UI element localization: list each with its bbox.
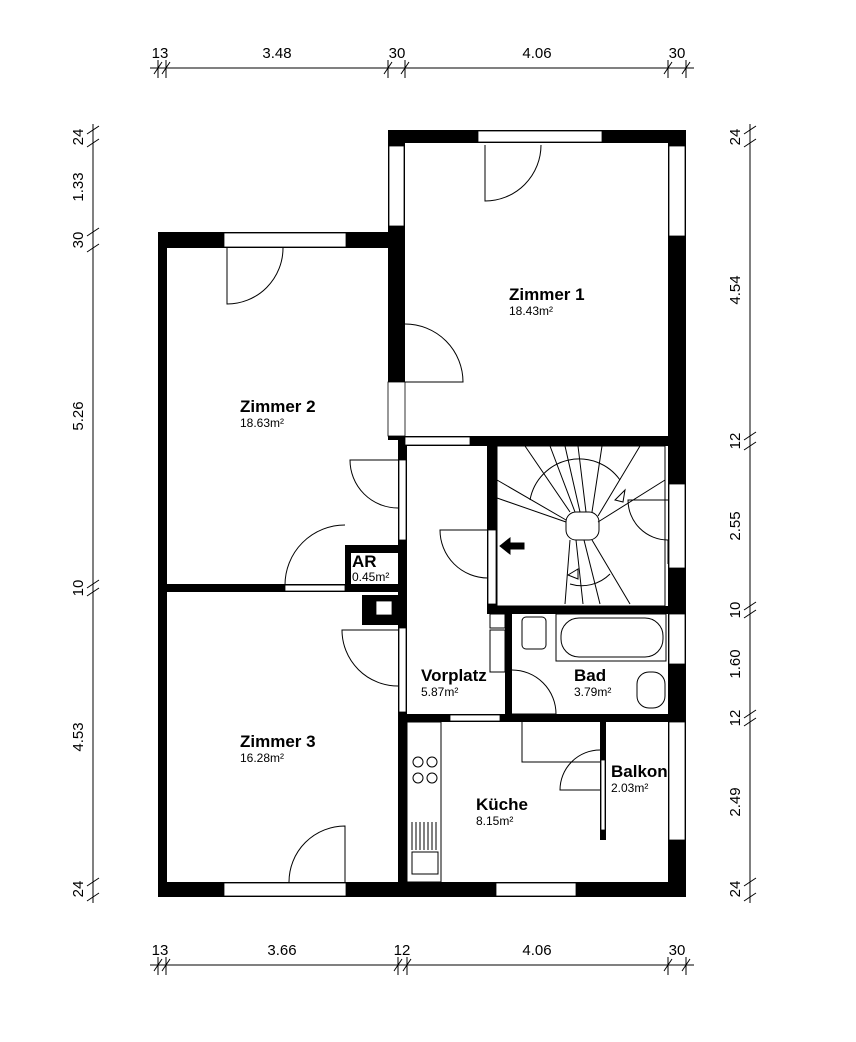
- dim-right-6: 1.60: [727, 649, 744, 678]
- dimension-bottom: [150, 957, 694, 975]
- room-name: Vorplatz: [421, 666, 487, 685]
- dim-bottom-1: 13: [152, 942, 169, 959]
- room-balkon: Balkon 2.03m²: [611, 762, 668, 795]
- room-area: 18.63m²: [240, 416, 284, 430]
- room-area: 8.15m²: [476, 814, 513, 828]
- room-name: Küche: [476, 795, 528, 814]
- dim-bottom-4: 4.06: [522, 942, 551, 959]
- dim-right-7: 12: [727, 710, 744, 727]
- room-name: Balkon: [611, 762, 668, 781]
- drain-board-icon: [411, 822, 437, 850]
- room-zimmer-1: Zimmer 1 18.43m²: [509, 285, 585, 318]
- room-area: 5.87m²: [421, 685, 458, 699]
- staircase: [496, 445, 666, 607]
- room-name: Zimmer 1: [509, 285, 585, 304]
- dim-right-9: 24: [727, 881, 744, 898]
- dim-right-3: 12: [727, 433, 744, 450]
- dim-top-3: 30: [389, 45, 406, 62]
- dimension-top: [150, 60, 694, 78]
- dim-right-5: 10: [727, 602, 744, 619]
- dim-right-4: 2.55: [727, 511, 744, 540]
- dim-left-5: 10: [70, 580, 87, 597]
- kitchen-sink-icon: [411, 851, 439, 875]
- room-area: 16.28m²: [240, 751, 284, 765]
- dim-right-2: 4.54: [727, 275, 744, 304]
- room-name: AR: [352, 552, 377, 571]
- dim-top-5: 30: [669, 45, 686, 62]
- room-name: Zimmer 2: [240, 397, 316, 416]
- dim-bottom-2: 3.66: [267, 942, 296, 959]
- dim-right-8: 2.49: [727, 787, 744, 816]
- dim-left-4: 5.26: [70, 401, 87, 430]
- stove-icon: [412, 756, 438, 784]
- room-zimmer-2: Zimmer 2 18.63m²: [240, 397, 316, 430]
- bathtub-icon: [555, 613, 667, 662]
- room-vorplatz: Vorplatz 5.87m²: [421, 666, 487, 699]
- door-swings: [226, 144, 669, 883]
- dim-top-4: 4.06: [522, 45, 551, 62]
- dim-top-2: 3.48: [262, 45, 291, 62]
- room-name: Zimmer 3: [240, 732, 316, 751]
- toilet-icon: [521, 616, 547, 650]
- dim-bottom-5: 30: [669, 942, 686, 959]
- room-bad: Bad 3.79m²: [574, 666, 611, 699]
- room-name: Bad: [574, 666, 606, 685]
- dimension-right: [743, 124, 757, 903]
- dim-left-7: 24: [70, 881, 87, 898]
- sink-icon: [636, 671, 666, 709]
- dim-left-3: 30: [70, 232, 87, 249]
- openings: [223, 130, 686, 897]
- room-ar: AR 0.45m²: [352, 552, 389, 584]
- room-zimmer-3: Zimmer 3 16.28m²: [240, 732, 316, 765]
- room-area: 18.43m²: [509, 304, 553, 318]
- dim-left-6: 4.53: [70, 722, 87, 751]
- room-area: 3.79m²: [574, 685, 611, 699]
- dim-bottom-3: 12: [394, 942, 411, 959]
- room-area: 0.45m²: [352, 570, 389, 584]
- dim-left-1: 24: [70, 129, 87, 146]
- dim-top-1: 13: [152, 45, 169, 62]
- room-kueche: Küche 8.15m²: [476, 795, 528, 828]
- dim-right-1: 24: [727, 129, 744, 146]
- dim-left-2: 1.33: [70, 172, 87, 201]
- fixtures: [406, 613, 667, 883]
- dimension-left: [86, 124, 100, 903]
- room-area: 2.03m²: [611, 781, 648, 795]
